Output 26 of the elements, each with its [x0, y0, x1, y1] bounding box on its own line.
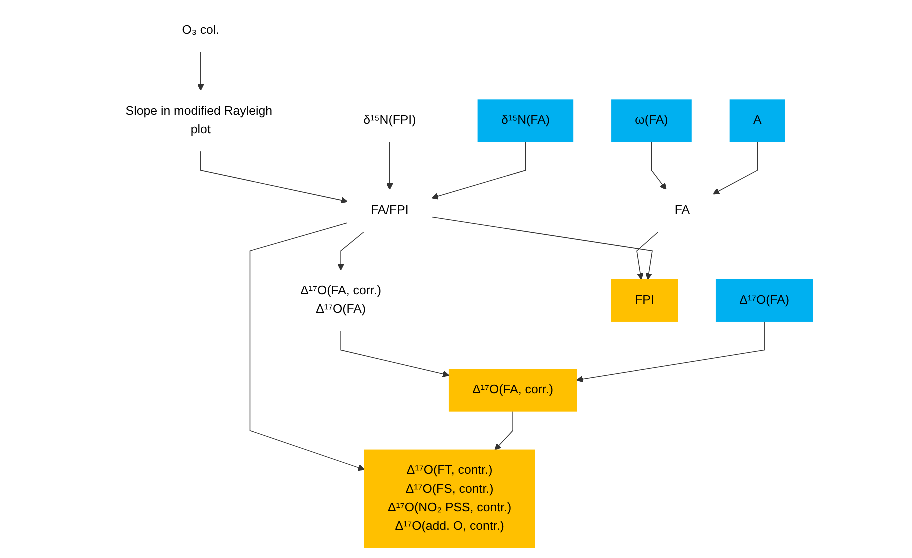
- node-text: O₃ col.: [182, 24, 220, 38]
- node-box: Δ¹⁷O(FT, contr.) Δ¹⁷O(FS, contr.) Δ¹⁷O(NO₂ PSS, contr.) Δ¹⁷O(add. O, contr.): [364, 450, 535, 548]
- node-box: ω(FA): [611, 100, 692, 142]
- arrow: [197, 52, 204, 92]
- arrow: [576, 321, 764, 383]
- arrow: [650, 142, 666, 190]
- node-text: FA: [674, 204, 690, 218]
- node-text: Δ¹⁷O(FA, corr.) Δ¹⁷O(FA): [300, 284, 382, 316]
- node-box: Δ¹⁷O(FA, corr.): [448, 369, 577, 412]
- node-box: FPI: [610, 279, 678, 322]
- arrow: [340, 330, 450, 378]
- node-text: δ¹⁵N(FPI): [363, 114, 416, 128]
- node-text: Slope in modified Rayleigh plot: [125, 104, 272, 136]
- arrow: [337, 231, 364, 271]
- node-box: δ¹⁵N(FA): [477, 100, 574, 142]
- arrow: [200, 150, 348, 204]
- arrow: [431, 216, 652, 280]
- arrow: [494, 411, 513, 450]
- node-text: FA/FPI: [370, 204, 408, 218]
- arrow: [712, 142, 758, 195]
- arrow: [431, 142, 526, 200]
- node-box: Δ¹⁷O(FA): [715, 279, 813, 322]
- arrow: [249, 222, 365, 472]
- node-box: A: [729, 100, 785, 142]
- arrow: [386, 142, 393, 190]
- arrow: [636, 231, 659, 280]
